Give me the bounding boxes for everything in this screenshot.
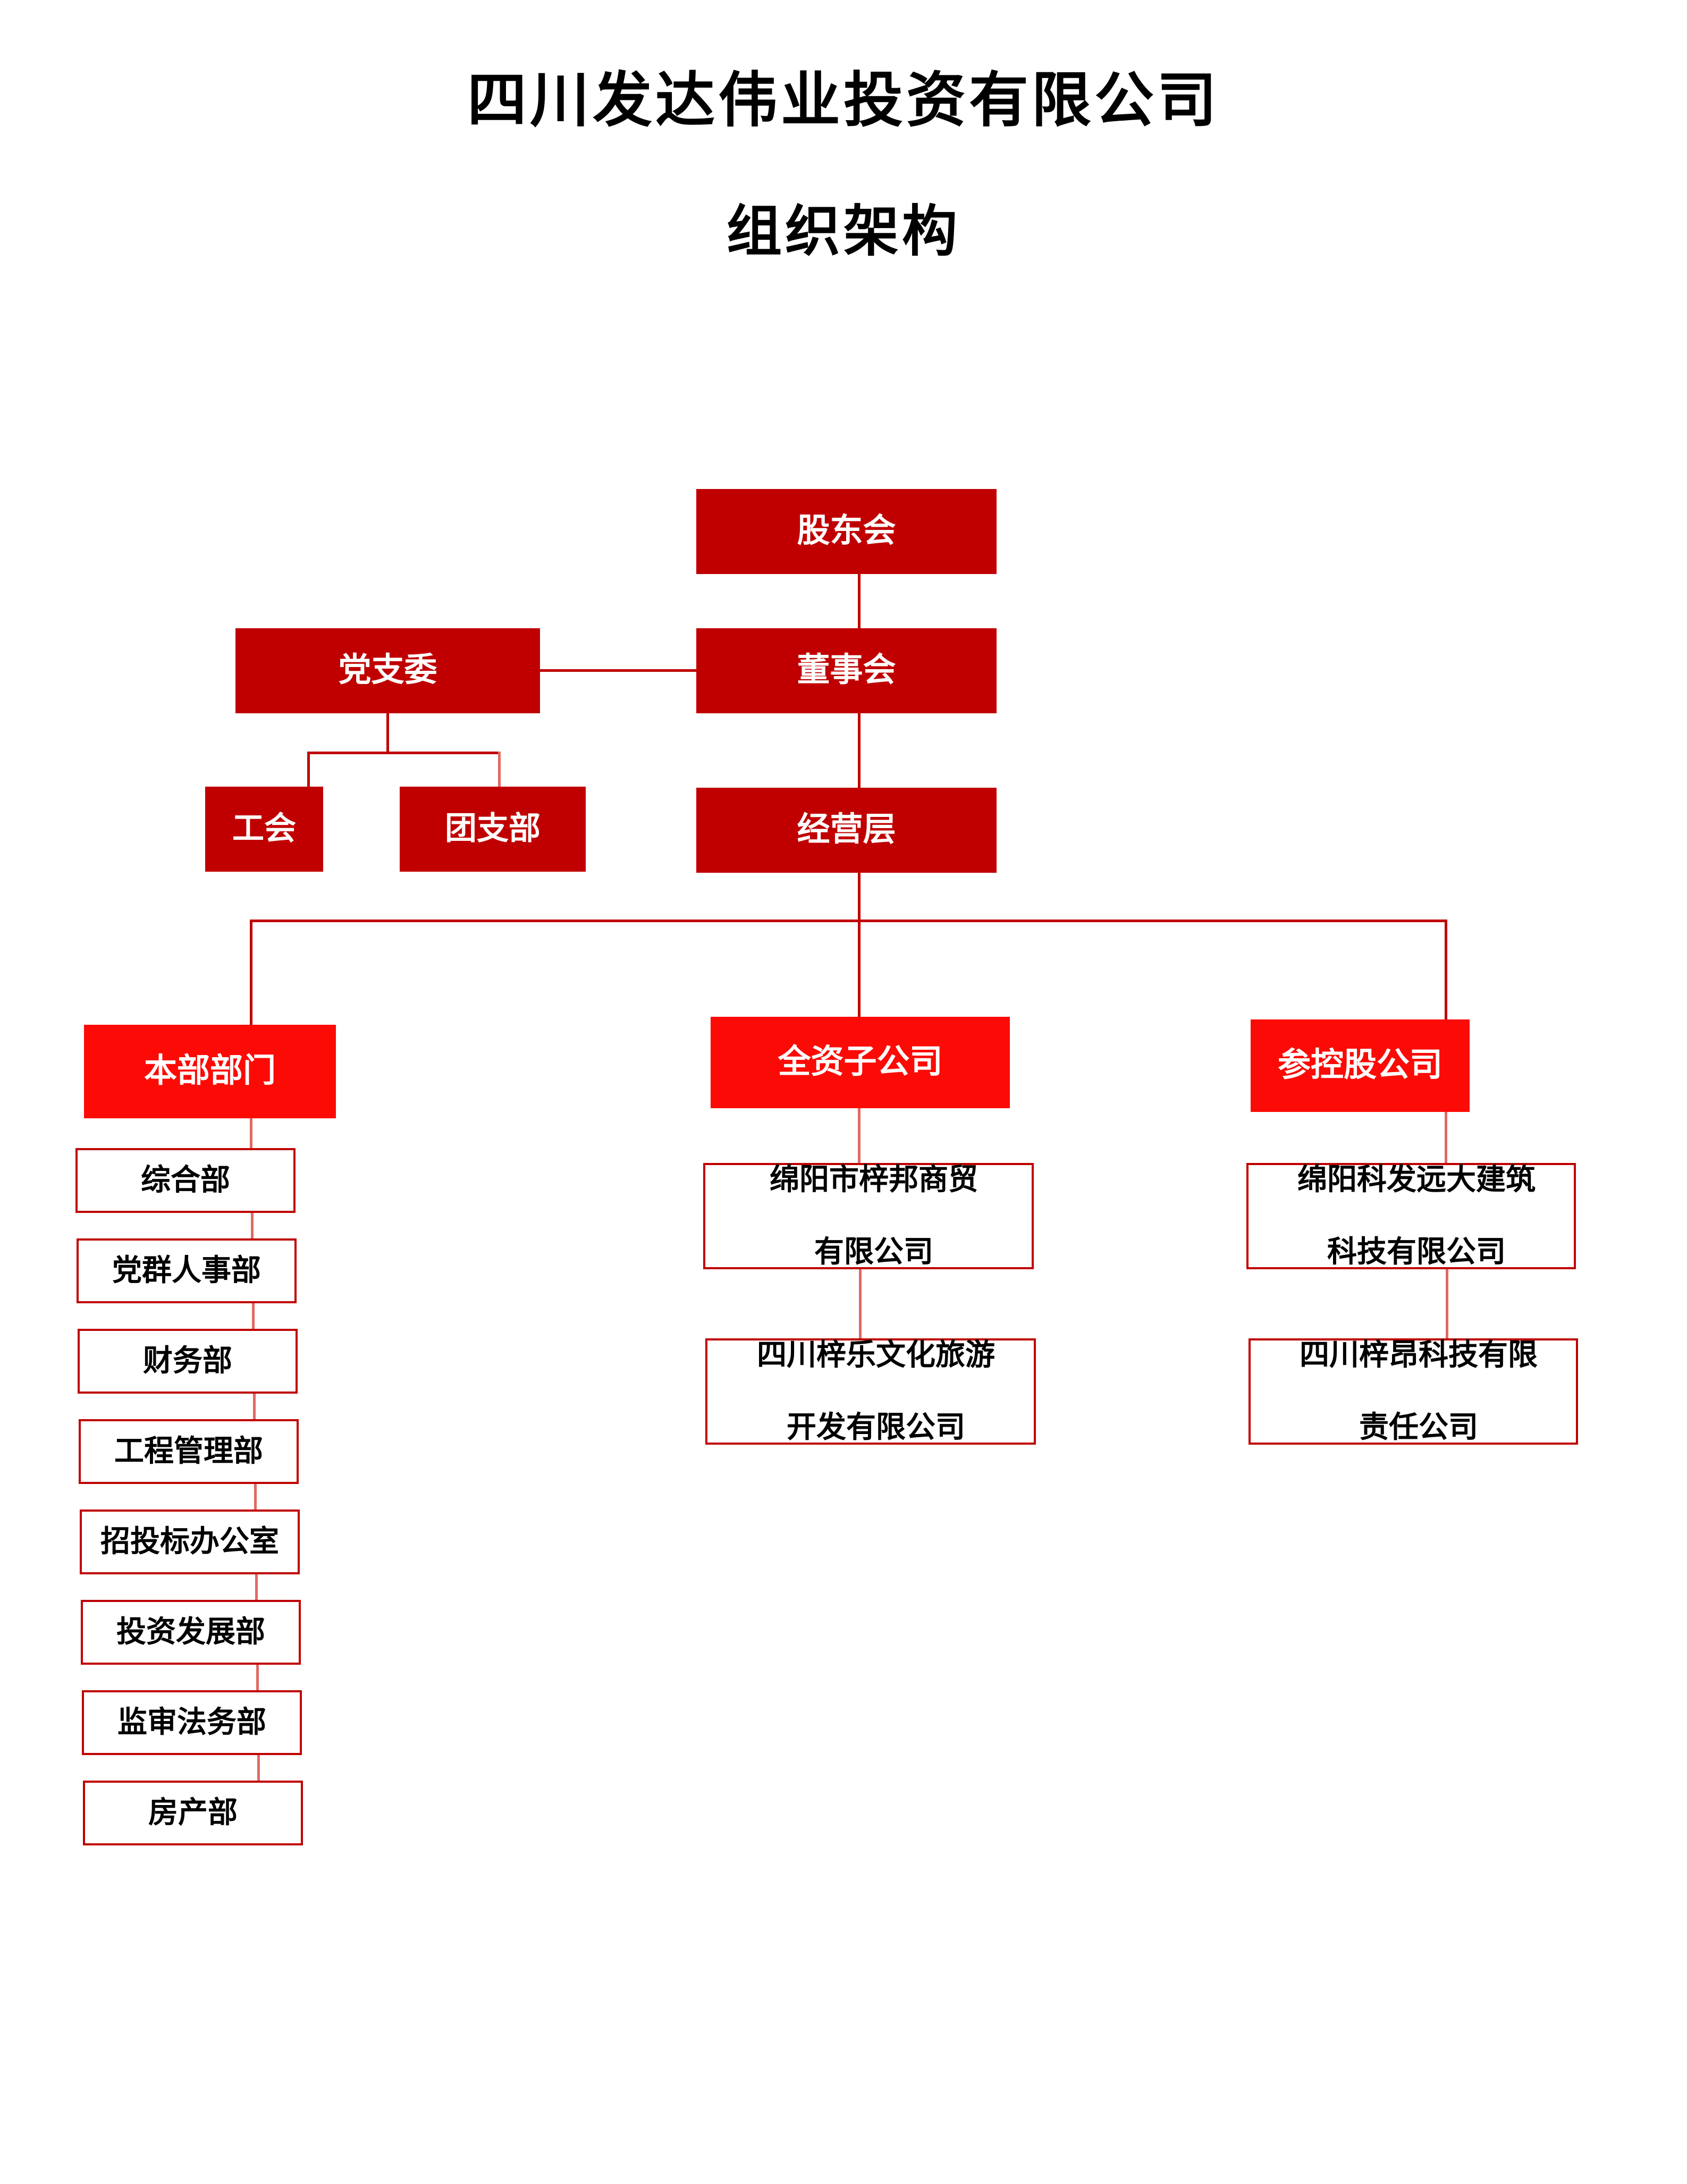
connector-dept-2-to-3 bbox=[252, 1303, 255, 1330]
connector-shareholders-to-board bbox=[858, 574, 861, 629]
connector-dept-7-to-8 bbox=[257, 1755, 260, 1782]
node-category-wholly-owned[interactable]: 全资子公司 bbox=[711, 1017, 1010, 1108]
department-box[interactable]: 招投标办公室 bbox=[80, 1510, 300, 1574]
node-label: 经营层 bbox=[797, 812, 896, 848]
connector-wholly-owned-to-sub-1 bbox=[858, 1108, 861, 1163]
subsidiary-box[interactable]: 绵阳市梓邦商贸 有限公司 bbox=[703, 1163, 1034, 1269]
connector-dept-6-to-7 bbox=[256, 1665, 259, 1691]
connector-party-bus bbox=[307, 752, 500, 754]
connector-dept-4-to-5 bbox=[254, 1484, 257, 1511]
page-title-line-1: 四川发达伟业投资有限公司 bbox=[467, 68, 1220, 134]
node-label: 党支委 bbox=[338, 652, 437, 689]
node-labor-union[interactable]: 工会 bbox=[205, 787, 323, 872]
department-box[interactable]: 党群人事部 bbox=[77, 1238, 297, 1303]
department-label: 房产部 bbox=[148, 1796, 238, 1829]
node-label: 参控股公司 bbox=[1277, 1047, 1443, 1084]
department-label: 监审法务部 bbox=[117, 1706, 266, 1739]
shareholding-company-label-line-2: 责任公司 bbox=[1359, 1411, 1478, 1445]
department-box[interactable]: 综合部 bbox=[75, 1148, 296, 1213]
connector-dept-5-to-6 bbox=[255, 1574, 258, 1601]
node-label: 董事会 bbox=[797, 652, 896, 689]
node-label: 本部部门 bbox=[144, 1053, 276, 1090]
connector-headquarters-to-dept-1 bbox=[250, 1118, 252, 1149]
department-label: 党群人事部 bbox=[112, 1254, 261, 1287]
connector-dept-3-to-4 bbox=[253, 1394, 256, 1420]
department-label: 财务部 bbox=[143, 1344, 232, 1378]
node-label: 工会 bbox=[232, 811, 296, 847]
connector-party-to-board bbox=[540, 669, 697, 672]
node-label: 团支部 bbox=[445, 811, 541, 847]
subsidiary-label-line-2: 有限公司 bbox=[814, 1236, 933, 1269]
subsidiary-label-line-1: 四川梓乐文化旅游 bbox=[757, 1338, 995, 1372]
connector-dept-1-to-2 bbox=[251, 1213, 254, 1239]
node-label: 全资子公司 bbox=[778, 1044, 943, 1081]
node-category-headquarters[interactable]: 本部部门 bbox=[84, 1025, 336, 1118]
connector-management-stem bbox=[858, 873, 861, 922]
department-label: 招投标办公室 bbox=[100, 1525, 279, 1558]
department-label: 投资发展部 bbox=[116, 1615, 265, 1649]
node-shareholders-meeting[interactable]: 股东会 bbox=[696, 489, 997, 574]
subsidiary-box[interactable]: 四川梓乐文化旅游 开发有限公司 bbox=[705, 1338, 1036, 1445]
connector-bus-to-headquarters bbox=[250, 920, 252, 1025]
node-youth-league-branch[interactable]: 团支部 bbox=[400, 787, 586, 872]
node-management-layer[interactable]: 经营层 bbox=[696, 788, 997, 873]
subsidiary-label: 四川梓乐文化旅游 开发有限公司 bbox=[707, 1337, 1034, 1446]
connector-sub-1-to-sub-2 bbox=[859, 1269, 862, 1338]
department-label: 工程管理部 bbox=[114, 1435, 263, 1468]
connector-board-to-management bbox=[858, 713, 861, 789]
shareholding-company-label-line-1: 四川梓昂科技有限 bbox=[1300, 1338, 1538, 1372]
subsidiary-label-line-2: 开发有限公司 bbox=[787, 1411, 965, 1445]
department-box[interactable]: 监审法务部 bbox=[82, 1690, 302, 1755]
connector-shareholding-to-company-1 bbox=[1445, 1112, 1447, 1163]
node-board-of-directors[interactable]: 董事会 bbox=[696, 628, 997, 713]
page-title-line-2: 组织架构 bbox=[726, 201, 960, 263]
connector-bus-to-wholly-owned bbox=[858, 920, 861, 1017]
connector-party-stem bbox=[386, 713, 389, 754]
connector-category-bus bbox=[250, 920, 1446, 922]
department-label: 综合部 bbox=[141, 1163, 230, 1197]
shareholding-company-label-line-1: 绵阳科发远大建筑 bbox=[1297, 1163, 1536, 1196]
department-box[interactable]: 财务部 bbox=[78, 1329, 298, 1394]
shareholding-company-box[interactable]: 绵阳科发远大建筑 科技有限公司 bbox=[1246, 1163, 1576, 1269]
node-party-branch-committee[interactable]: 党支委 bbox=[235, 628, 540, 713]
node-label: 股东会 bbox=[797, 513, 896, 550]
department-box[interactable]: 投资发展部 bbox=[81, 1600, 301, 1665]
shareholding-company-label: 四川梓昂科技有限 责任公司 bbox=[1251, 1337, 1576, 1446]
subsidiary-label-line-1: 绵阳市梓邦商贸 bbox=[770, 1163, 978, 1196]
shareholding-company-box[interactable]: 四川梓昂科技有限 责任公司 bbox=[1249, 1338, 1578, 1445]
subsidiary-label: 绵阳市梓邦商贸 有限公司 bbox=[705, 1162, 1032, 1271]
connector-bus-to-shareholding bbox=[1445, 920, 1447, 1019]
shareholding-company-label-line-2: 科技有限公司 bbox=[1327, 1236, 1506, 1269]
shareholding-company-label: 绵阳科发远大建筑 科技有限公司 bbox=[1249, 1162, 1574, 1271]
department-box[interactable]: 房产部 bbox=[83, 1781, 303, 1845]
connector-company-1-to-company-2 bbox=[1446, 1269, 1448, 1338]
department-box[interactable]: 工程管理部 bbox=[79, 1419, 299, 1484]
node-category-shareholding[interactable]: 参控股公司 bbox=[1251, 1019, 1470, 1112]
